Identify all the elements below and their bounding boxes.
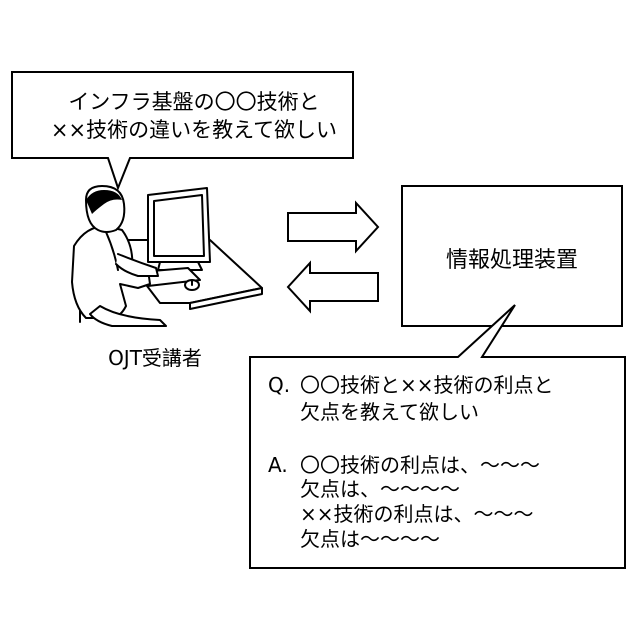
arrow-left bbox=[288, 263, 378, 311]
a-line-4: 欠点は〜〜〜〜 bbox=[300, 528, 440, 551]
question-line-2: ××技術の違いを教えて欲しい bbox=[48, 116, 340, 144]
q-line-2: 欠点を教えて欲しい bbox=[300, 401, 479, 424]
question-text: インフラ基盤の〇〇技術と ××技術の違いを教えて欲しい bbox=[48, 88, 340, 144]
q-prefix: Q. bbox=[268, 374, 290, 397]
trainee-illustration bbox=[72, 186, 262, 326]
a-prefix: A. bbox=[268, 454, 288, 477]
device-label: 情報処理装置 bbox=[402, 242, 622, 274]
arrow-right bbox=[288, 203, 378, 251]
a-line-1: 〇〇技術の利点は、〜〜〜 bbox=[300, 454, 540, 477]
a-line-2: 欠点は、〜〜〜〜 bbox=[300, 478, 460, 501]
question-line-1: インフラ基盤の〇〇技術と bbox=[48, 88, 340, 116]
trainee-label: OJT受講者 bbox=[80, 342, 230, 371]
a-line-3: ××技術の利点は、〜〜〜 bbox=[300, 503, 534, 526]
q-line-1: 〇〇技術と××技術の利点と bbox=[300, 374, 554, 397]
